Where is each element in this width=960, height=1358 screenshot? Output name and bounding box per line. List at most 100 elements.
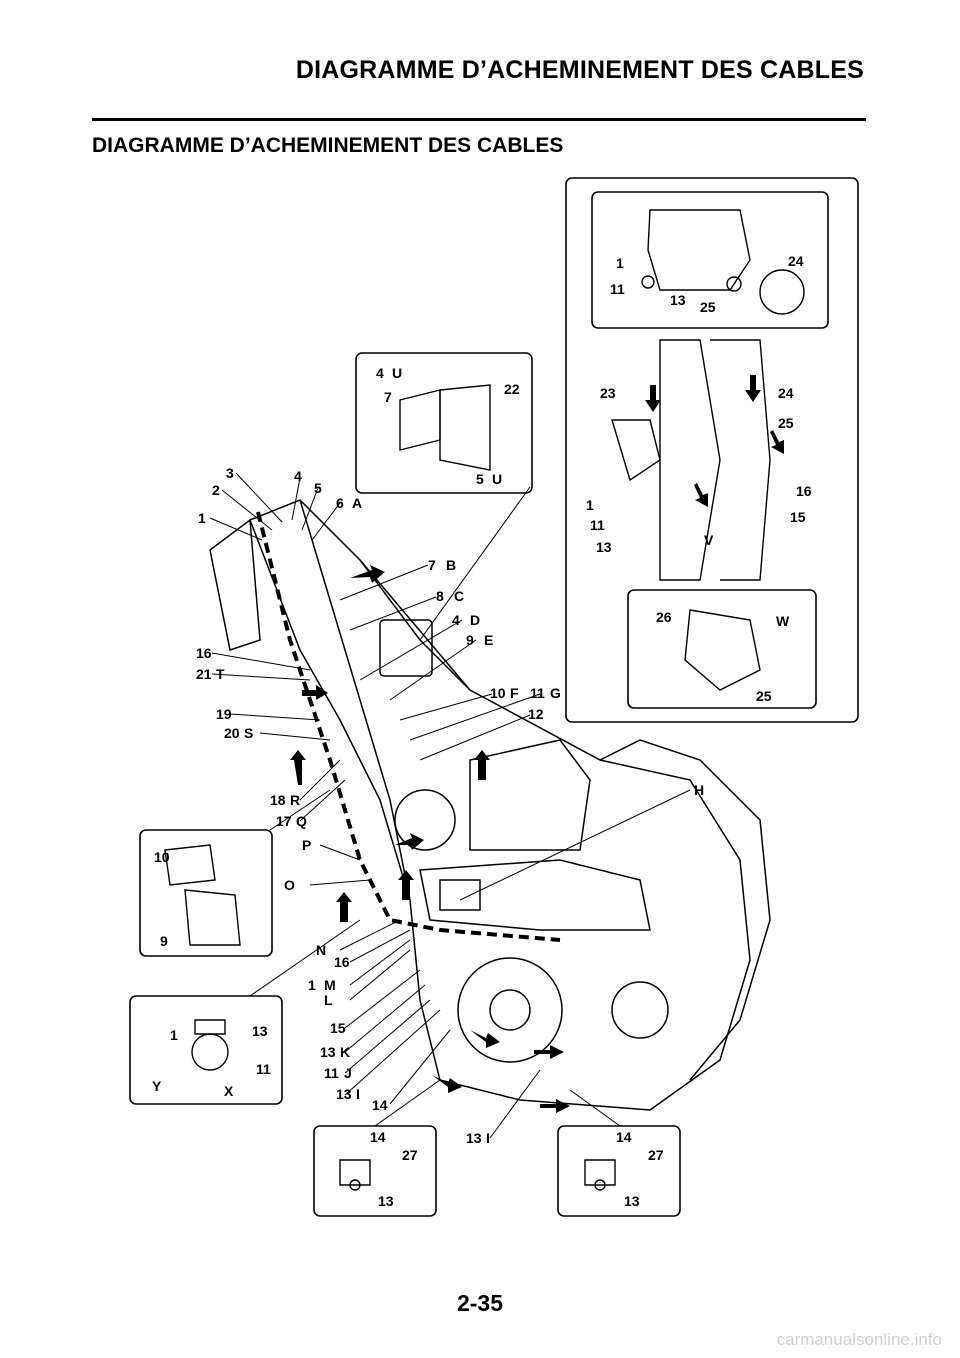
header-rule — [92, 118, 866, 121]
callout-S: S — [244, 725, 253, 741]
page-number: 2-35 — [456, 1290, 504, 1316]
callout-D: D — [470, 612, 480, 628]
callout-1e: 1 — [170, 1027, 178, 1043]
callout-26: 26 — [656, 609, 672, 625]
callout-15: 15 — [330, 1020, 346, 1036]
callout-12: 12 — [528, 706, 544, 722]
callout-25b: 25 — [778, 415, 794, 431]
direction-arrows — [290, 375, 784, 1113]
callout-1b: 1 — [308, 977, 316, 993]
callout-P: P — [302, 837, 311, 853]
callout-16c: 16 — [796, 483, 812, 499]
callout-4: 4 — [294, 468, 302, 484]
callout-9: 9 — [466, 632, 474, 648]
callout-16: 16 — [196, 645, 212, 661]
callout-B: B — [446, 557, 456, 573]
callout-4c: 4 — [376, 365, 384, 381]
detail-panel-right — [565, 177, 859, 723]
callout-A: A — [352, 495, 362, 511]
cable-route — [256, 511, 561, 942]
page-header-title: DIAGRAMME D’ACHEMINEMENT DES CABLES — [295, 56, 864, 84]
callout-20: 20 — [224, 725, 240, 741]
callout-F: F — [510, 685, 519, 701]
callout-17: 17 — [276, 813, 292, 829]
callout-I: I — [356, 1086, 360, 1102]
callout-10b: 10 — [154, 849, 170, 865]
section-title: DIAGRAMME D’ACHEMINEMENT DES CABLES — [92, 134, 564, 157]
callout-27: 27 — [402, 1147, 418, 1163]
callout-H: H — [694, 782, 704, 798]
callout-13f: 13 — [252, 1023, 268, 1039]
callout-23: 23 — [600, 385, 616, 401]
callout-Q: Q — [296, 813, 307, 829]
callout-K: K — [340, 1044, 350, 1060]
callout-W: W — [776, 613, 790, 629]
callout-27b: 27 — [648, 1147, 664, 1163]
callout-O: O — [284, 877, 295, 893]
callout-5: 5 — [314, 480, 322, 496]
callout-13c: 13 — [466, 1130, 482, 1146]
callout-Y: Y — [152, 1078, 162, 1094]
detail-panel-lower-left — [129, 995, 283, 1105]
callout-labels: 1 2 3 4 5 6 A 7 B 8 C 4 D 9 E 10 F 11 G … — [152, 253, 812, 1209]
detail-panel-top-right — [591, 191, 829, 329]
callout-21: 21 — [196, 666, 212, 682]
callout-N: N — [316, 942, 326, 958]
callout-V: V — [704, 532, 714, 548]
callout-6: 6 — [336, 495, 344, 511]
callout-9b: 9 — [160, 933, 168, 949]
detail-panel-upper — [355, 352, 533, 494]
callout-2: 2 — [212, 482, 220, 498]
callout-1c: 1 — [616, 255, 624, 271]
callout-18: 18 — [270, 792, 286, 808]
callout-T: T — [216, 666, 225, 682]
callout-14b: 14 — [370, 1129, 386, 1145]
callout-15b: 15 — [790, 509, 806, 525]
leader-lines — [209, 472, 691, 1139]
callout-16b: 16 — [334, 954, 350, 970]
callout-G: G — [550, 685, 561, 701]
callout-11e: 11 — [256, 1061, 271, 1077]
callout-5b: 5 — [476, 471, 484, 487]
callout-1d: 1 — [586, 497, 594, 513]
callout-I2: I — [486, 1130, 490, 1146]
callout-E: E — [484, 632, 493, 648]
motorcycle-frame-sketch — [209, 499, 771, 1111]
callout-4b: 4 — [452, 612, 460, 628]
callout-11d: 11 — [590, 517, 605, 533]
callout-24b: 24 — [778, 385, 794, 401]
callout-U: U — [392, 365, 402, 381]
callout-19: 19 — [216, 706, 232, 722]
detail-sketches — [164, 209, 805, 1191]
callout-13h: 13 — [624, 1193, 640, 1209]
callout-24: 24 — [788, 253, 804, 269]
callout-11c: 11 — [610, 281, 625, 297]
callout-7b: 7 — [384, 389, 392, 405]
callout-13: 13 — [320, 1044, 336, 1060]
callout-7: 7 — [428, 557, 436, 573]
callout-14c: 14 — [616, 1129, 632, 1145]
callout-R: R — [290, 792, 300, 808]
callout-11b: 11 — [324, 1065, 339, 1081]
callout-X: X — [224, 1083, 234, 1099]
callout-M: M — [324, 977, 336, 993]
callout-14: 14 — [372, 1097, 388, 1113]
detail-panel-bottom-right — [627, 589, 817, 709]
detail-panel-left — [139, 829, 273, 957]
callout-C: C — [454, 588, 464, 604]
callout-13d: 13 — [670, 292, 686, 308]
callout-U2: U — [492, 471, 502, 487]
callout-1: 1 — [198, 510, 206, 526]
watermark: carmanualsonline.info — [776, 1330, 942, 1349]
callout-13e: 13 — [596, 539, 612, 555]
callout-13g: 13 — [378, 1193, 394, 1209]
callout-J: J — [344, 1065, 352, 1081]
callout-10: 10 — [490, 685, 506, 701]
callout-13b: 13 — [336, 1086, 352, 1102]
callout-25: 25 — [700, 299, 716, 315]
detail-panel-bottom-right2 — [557, 1125, 681, 1217]
callout-22: 22 — [504, 381, 520, 397]
callout-25c: 25 — [756, 688, 772, 704]
callout-3: 3 — [226, 465, 234, 481]
